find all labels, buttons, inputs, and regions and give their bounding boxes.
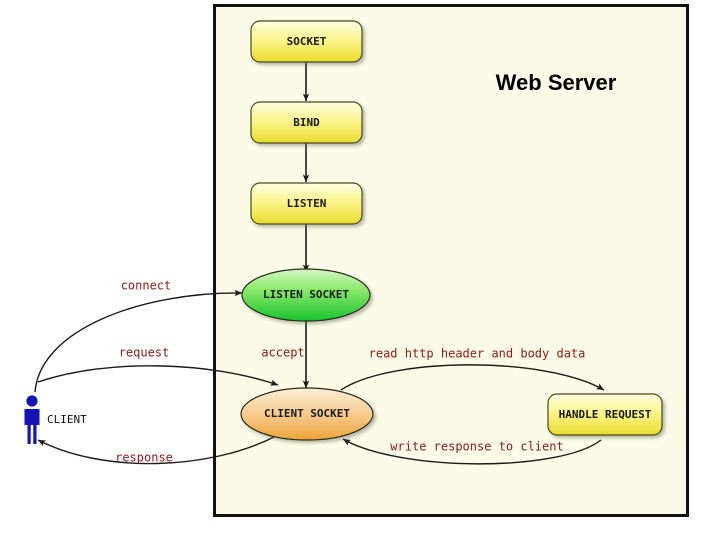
node-handle-request-shape[interactable] [547, 393, 663, 436]
node-socket-label: SOCKET [287, 35, 327, 48]
edge-read-header-path [340, 364, 605, 391]
node-bind-label: BIND [293, 116, 320, 129]
node-listen-socket[interactable]: LISTEN SOCKET [241, 268, 371, 322]
edge-label-read-header: read http header and body data [369, 347, 586, 361]
panel-title: Web Server [496, 70, 617, 95]
node-listen-socket-shape[interactable] [241, 268, 371, 322]
node-listen-label: LISTEN [287, 197, 327, 210]
edge-label-write-response: write response to client [390, 440, 563, 454]
edge-read-header: read http header and body data [340, 347, 605, 391]
edge-accept: accept [261, 318, 310, 389]
actor-head-icon [26, 395, 38, 407]
node-listen-shape[interactable] [250, 182, 363, 225]
actor-body-icon [24, 409, 40, 444]
edge-write-response: write response to client [342, 438, 602, 465]
edge-label-connect: connect [121, 279, 172, 293]
actor-client-label: CLIENT [47, 413, 87, 426]
node-client-socket-label: CLIENT SOCKET [264, 407, 350, 420]
edge-request-path [37, 365, 279, 386]
edge-label-accept: accept [261, 346, 304, 360]
edge-connect: connect [34, 279, 243, 393]
node-socket-shape[interactable] [250, 20, 363, 63]
edge-label-response: response [115, 451, 173, 465]
node-client-socket-shape[interactable] [240, 387, 374, 441]
node-listen-socket-label: LISTEN SOCKET [263, 288, 349, 301]
edge-write-response-path [342, 438, 602, 465]
node-bind-shape[interactable] [250, 101, 363, 144]
node-client-socket[interactable]: CLIENT SOCKET [240, 387, 374, 441]
node-handle-request-label: HANDLE REQUEST [559, 408, 652, 421]
actor-client[interactable]: CLIENT [24, 395, 88, 444]
edge-response: response [37, 435, 277, 465]
node-bind[interactable]: BIND [250, 101, 363, 144]
edge-connect-path [34, 289, 243, 393]
node-listen[interactable]: LISTEN [250, 182, 363, 225]
edge-label-request: request [119, 346, 170, 360]
edge-response-path [37, 435, 277, 465]
node-handle-request[interactable]: HANDLE REQUEST [547, 393, 663, 436]
edge-request: request [37, 346, 279, 386]
node-socket[interactable]: SOCKET [250, 20, 363, 63]
